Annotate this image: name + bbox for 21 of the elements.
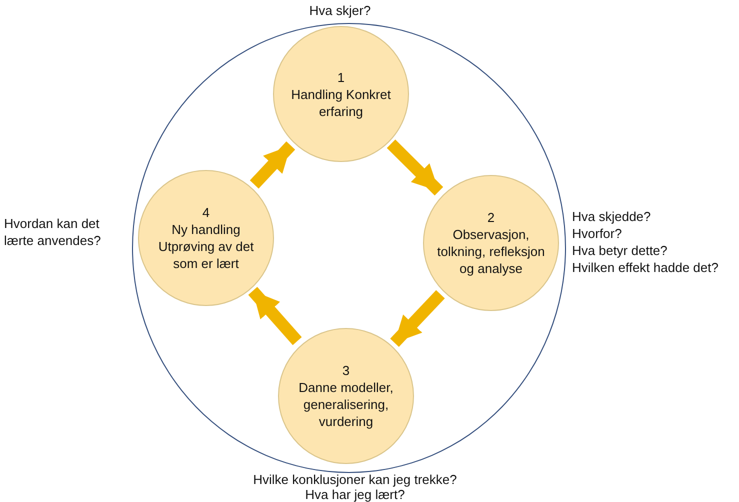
block-arrow <box>390 290 445 347</box>
cycle-circle <box>132 23 566 473</box>
step-text: Handling Konkret erfaring <box>290 86 392 120</box>
question-text: Hvilke konklusjoner kan jeg trekke? <box>252 472 458 487</box>
question-text: Hvilken effekt hadde det? <box>572 259 720 276</box>
step-number: 4 <box>202 204 210 221</box>
question-text: Hvordan kan det lærte anvendes? <box>4 215 102 249</box>
question-text: Hva betyr dette? <box>572 242 668 259</box>
block-arrow <box>248 286 302 346</box>
question-text: Hvorfor? <box>572 225 623 242</box>
step-text: Observasjon, tolkning, refleksjon og analyse <box>436 226 546 277</box>
question-text: Hva skjedde? <box>572 208 652 225</box>
question-text: Hva har jeg lært? <box>304 487 406 502</box>
step-text: Danne modeller, generalisering, vurdering <box>298 379 394 430</box>
step-number: 1 <box>337 68 345 86</box>
block-arrow <box>386 139 444 196</box>
step-text: Ny handling Utprøving av det som er lært <box>157 221 255 272</box>
step-number: 3 <box>342 362 350 379</box>
step-number: 2 <box>487 209 495 226</box>
question-text: Hva skjer? <box>308 3 372 19</box>
block-arrow <box>250 141 296 189</box>
